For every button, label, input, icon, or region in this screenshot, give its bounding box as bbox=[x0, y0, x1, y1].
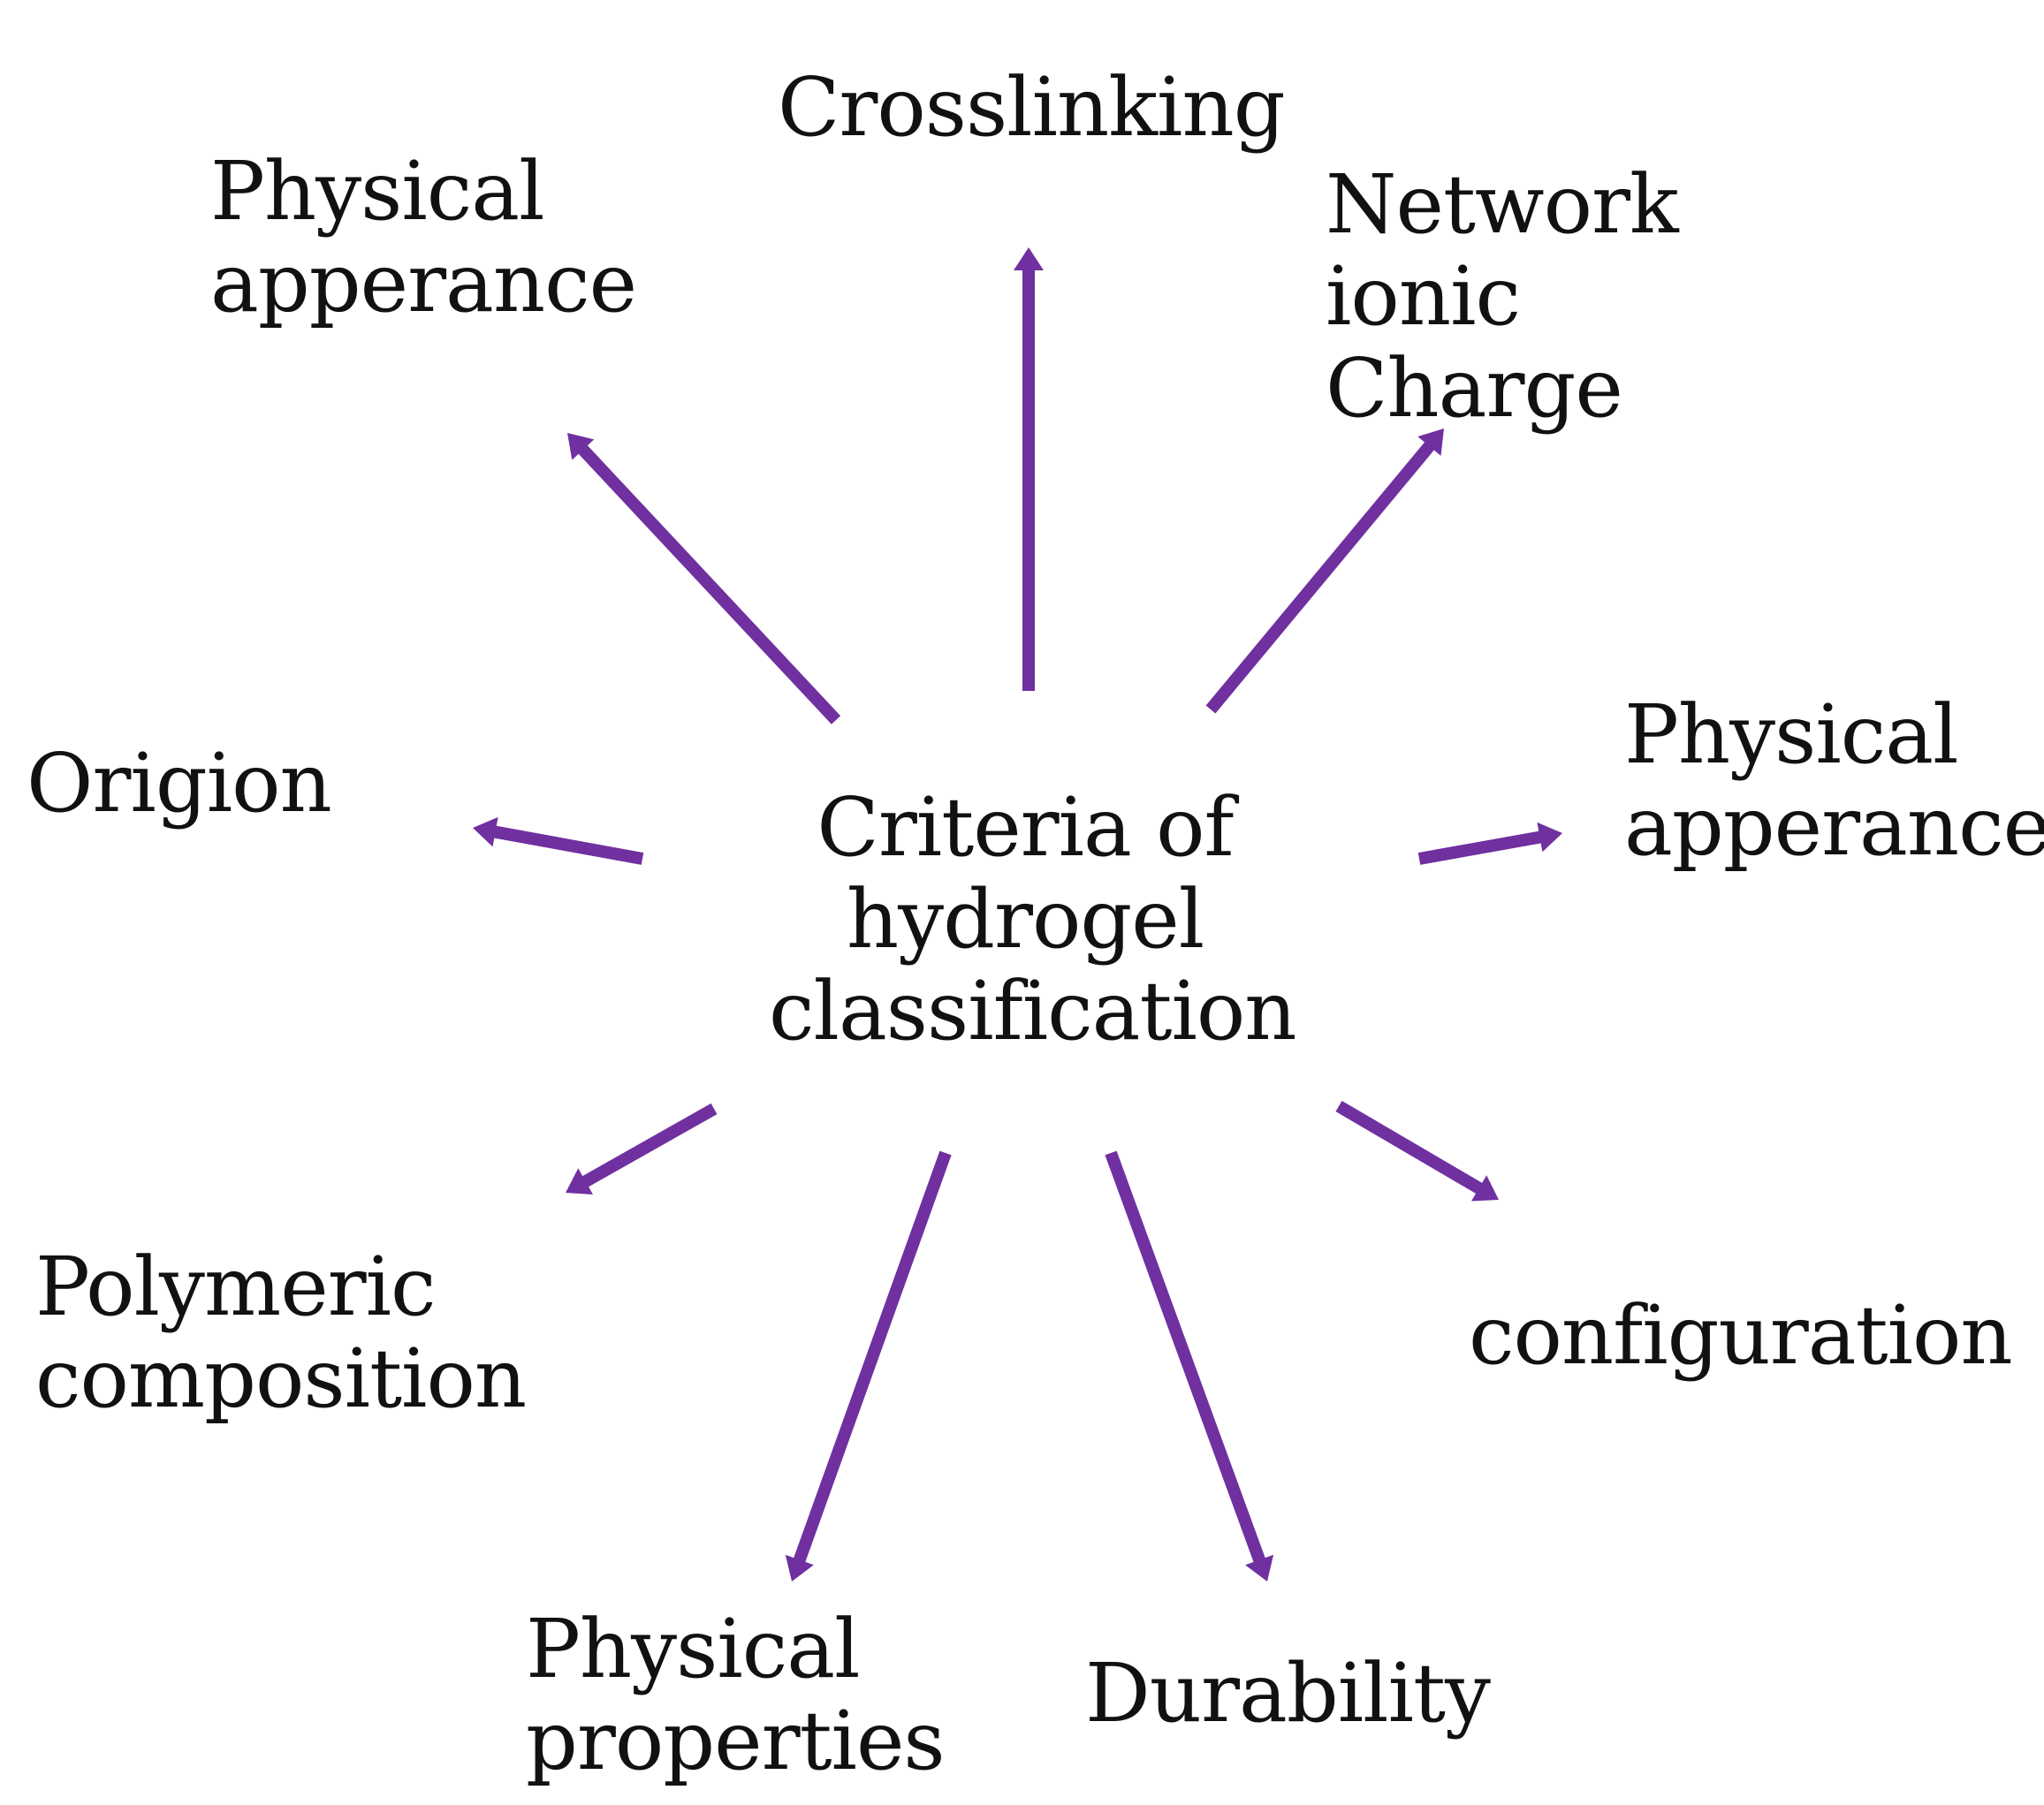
center-line-3: classification bbox=[769, 964, 1297, 1058]
arrow-to-crosslinking bbox=[1014, 247, 1044, 691]
node-origion: Origion bbox=[27, 736, 332, 830]
arrow-to-crosslinking-head bbox=[1014, 247, 1044, 270]
arrow-to-physical-properties bbox=[785, 1150, 952, 1581]
polymeric-composition-line-2: composition bbox=[35, 1331, 527, 1426]
polymeric-composition-line-1: Polymeric bbox=[35, 1240, 437, 1334]
arrows-group bbox=[473, 247, 1562, 1581]
node-physical-properties: Physical properties bbox=[526, 1602, 946, 1788]
node-polymeric-composition: Polymeric composition bbox=[35, 1240, 527, 1426]
configuration-line-1: configuration bbox=[1469, 1288, 2013, 1383]
arrow-to-durability bbox=[1105, 1150, 1274, 1581]
center-line-1: Criteria of bbox=[817, 780, 1234, 875]
arrow-to-configuration-shaft bbox=[1335, 1100, 1484, 1194]
arrow-to-physical-appearance-top bbox=[567, 433, 841, 724]
center-node-label: Criteria of hydrogel classification bbox=[769, 780, 1297, 1058]
physical-appearance-right-line-2: apperance bbox=[1624, 779, 2044, 874]
arrow-to-origion-shaft bbox=[492, 825, 644, 865]
physical-properties-line-1: Physical bbox=[526, 1602, 861, 1696]
arrow-to-configuration-head bbox=[1471, 1175, 1499, 1202]
center-line-2: hydrogel bbox=[846, 872, 1204, 967]
network-ionic-charge-line-3: Charge bbox=[1326, 341, 1623, 436]
arrow-to-durability-shaft bbox=[1105, 1150, 1266, 1564]
arrow-to-physical-appearance-right bbox=[1417, 822, 1562, 865]
node-physical-appearance-right: Physical apperance bbox=[1624, 689, 2044, 873]
durability-line-1: Durability bbox=[1085, 1646, 1491, 1741]
physical-properties-line-2: properties bbox=[526, 1694, 946, 1788]
arrow-to-physical-appearance-top-head bbox=[567, 433, 595, 460]
arrow-to-durability-head bbox=[1245, 1554, 1274, 1581]
arrow-to-network-ionic-charge-shaft bbox=[1205, 440, 1436, 714]
arrow-to-origion-head bbox=[473, 816, 498, 847]
arrow-to-polymeric-composition-head bbox=[566, 1168, 593, 1194]
node-network-ionic-charge: Network ionic Charge bbox=[1326, 157, 1679, 436]
arrow-to-physical-appearance-top-shaft bbox=[577, 444, 841, 724]
physical-appearance-top-line-1: Physical bbox=[210, 144, 545, 239]
arrow-to-network-ionic-charge-head bbox=[1417, 428, 1444, 456]
physical-appearance-top-line-2: apperance bbox=[210, 236, 637, 330]
origion-line-1: Origion bbox=[27, 736, 332, 830]
arrow-to-polymeric-composition-shaft bbox=[581, 1103, 718, 1188]
arrow-to-network-ionic-charge bbox=[1205, 428, 1444, 714]
arrow-to-configuration bbox=[1335, 1100, 1499, 1202]
arrow-to-polymeric-composition bbox=[566, 1103, 718, 1194]
arrow-to-physical-properties-head bbox=[785, 1554, 814, 1581]
node-durability: Durability bbox=[1085, 1646, 1491, 1741]
arrow-to-physical-properties-shaft bbox=[793, 1150, 952, 1564]
node-crosslinking: Crosslinking bbox=[778, 60, 1286, 155]
network-ionic-charge-line-1: Network bbox=[1326, 157, 1679, 252]
node-physical-appearance-top: Physical apperance bbox=[210, 144, 637, 330]
node-configuration: configuration bbox=[1469, 1288, 2013, 1383]
network-ionic-charge-line-2: ionic bbox=[1326, 249, 1521, 344]
arrow-to-physical-appearance-right-shaft bbox=[1417, 830, 1543, 865]
crosslinking-line-1: Crosslinking bbox=[778, 60, 1286, 155]
arrow-to-physical-appearance-right-head bbox=[1537, 822, 1562, 853]
physical-appearance-right-line-1: Physical bbox=[1624, 687, 1959, 782]
arrow-to-origion bbox=[473, 816, 644, 865]
